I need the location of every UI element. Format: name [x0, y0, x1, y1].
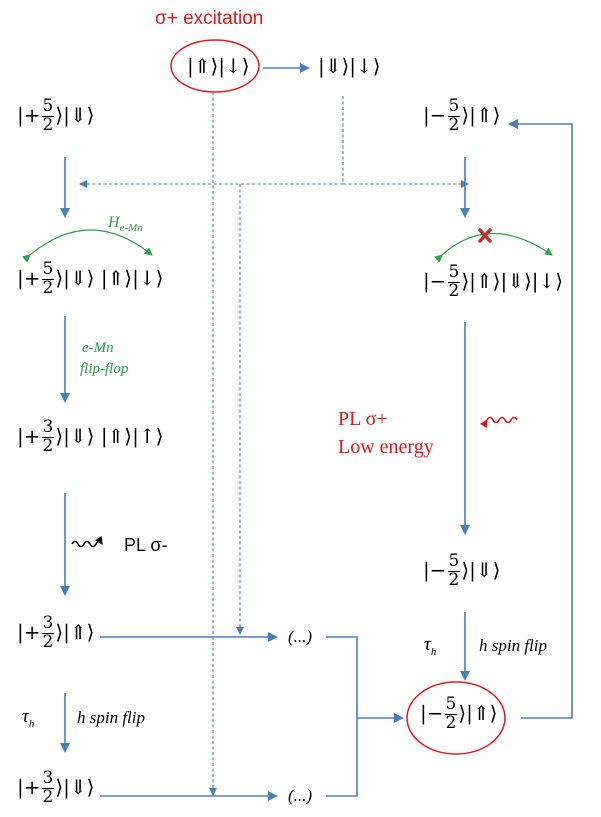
- ellipsis-upper: (...): [288, 627, 313, 646]
- pl-sigma-minus-label: PL σ-: [124, 535, 168, 555]
- tau-right-label: τh: [424, 634, 437, 658]
- forbidden-cross-icon: [478, 228, 492, 243]
- h-emn-label: He-Mn: [108, 214, 143, 235]
- ellipsis-lower: (...): [288, 786, 313, 805]
- state-top-initial: |⇑⟩|↓⟩: [187, 54, 250, 78]
- diagram-title: σ+ excitation: [155, 8, 264, 29]
- left-coupling-arc: [22, 229, 153, 263]
- pl-sigma-plus-label: PL σ+: [338, 408, 388, 430]
- dashed-paths: [79, 92, 469, 796]
- transition-arrows: [60, 63, 573, 801]
- right-coupling-arc: [434, 232, 553, 263]
- tau-left-label: τh: [22, 706, 35, 730]
- bottom-state-ring: [406, 681, 506, 755]
- top-excitation-ring: [170, 39, 260, 93]
- photon-minus-icon: [71, 535, 103, 548]
- photon-plus-icon: [479, 416, 518, 429]
- spin-flip-left-label: h spin flip: [77, 708, 146, 727]
- flipflop-label-2: flip-flop: [80, 361, 129, 377]
- low-energy-label: Low energy: [338, 436, 434, 458]
- flipflop-label-1: e-Mn: [82, 340, 114, 356]
- state-top-right: |⇓⟩|↓⟩: [318, 54, 381, 78]
- spin-flip-right-label: h spin flip: [479, 636, 548, 655]
